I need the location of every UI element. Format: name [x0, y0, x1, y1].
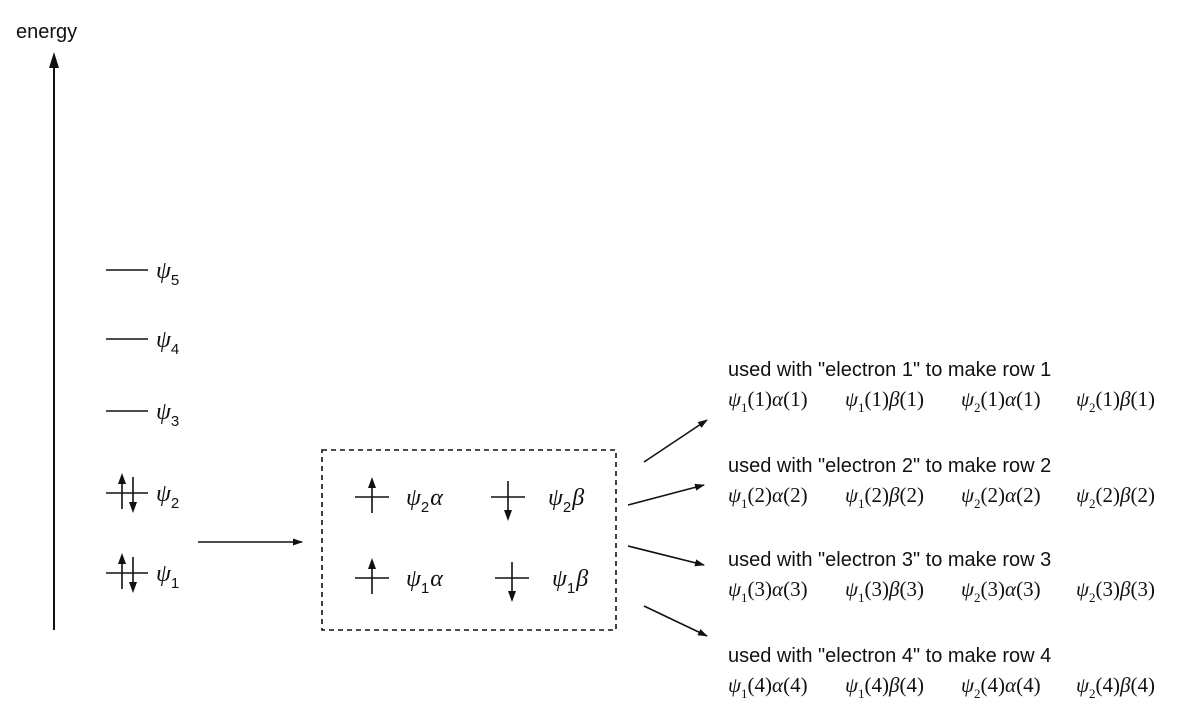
row-caption: used with "electron 2" to make row 2 [728, 455, 1051, 477]
electron-down-arrow [129, 477, 137, 513]
orbital-label-psi4: ψ4 [156, 327, 179, 358]
row-term: ψ1(3)β(3) [845, 577, 924, 605]
row-term: ψ1(2)α(2) [728, 483, 808, 511]
row-term: ψ1(4)β(4) [845, 673, 924, 701]
spin-orbital-label: ψ1β [552, 566, 588, 597]
spin-orbital-psi1-alpha: ψ1α [355, 558, 443, 597]
orbital-levels: ψ5 ψ4 ψ3 ψ2 ψ1 [106, 258, 179, 593]
spin-orbital-box [321, 449, 617, 631]
row-3: used with "electron 3" to make row 3 ψ1(3… [728, 549, 1155, 605]
spin-up-arrow [368, 477, 376, 513]
energy-axis-label: energy [16, 21, 77, 43]
row-term: ψ2(3)β(3) [1076, 577, 1155, 605]
orbital-psi5: ψ5 [106, 258, 179, 289]
spin-orbital-label: ψ2β [548, 485, 584, 516]
spin-up-arrow [368, 558, 376, 594]
row-4: used with "electron 4" to make row 4 ψ1(4… [728, 645, 1155, 701]
row-arrows [627, 419, 708, 637]
spin-down-arrow [504, 481, 512, 521]
orbital-label-psi2: ψ2 [156, 481, 179, 512]
row-term: ψ1(1)α(1) [728, 387, 808, 415]
orbital-psi2: ψ2 [106, 473, 179, 513]
row-term: ψ1(2)β(2) [845, 483, 924, 511]
electron-up-arrow [118, 553, 126, 589]
orbital-label-psi3: ψ3 [156, 399, 179, 430]
spin-orbital-psi2-beta: ψ2β [491, 481, 584, 521]
row-term: ψ1(3)α(3) [728, 577, 808, 605]
row-2: used with "electron 2" to make row 2 ψ1(2… [728, 455, 1155, 511]
row-term: ψ2(1)α(1) [961, 387, 1041, 415]
row-caption: used with "electron 4" to make row 4 [728, 645, 1051, 667]
row-1: used with "electron 1" to make row 1 ψ1(1… [728, 359, 1155, 415]
orbital-psi4: ψ4 [106, 327, 179, 358]
electron-up-arrow [118, 473, 126, 509]
box-to-row-3-arrow [627, 545, 705, 567]
orbital-psi3: ψ3 [106, 399, 179, 430]
box-to-row-1-arrow [643, 419, 708, 463]
row-term: ψ2(4)α(4) [961, 673, 1041, 701]
orbital-label-psi5: ψ5 [156, 258, 179, 289]
row-term: ψ2(2)β(2) [1076, 483, 1155, 511]
spin-orbital-label: ψ2α [406, 485, 443, 516]
orbital-label-psi1: ψ1 [156, 561, 179, 592]
spin-orbital-psi2-alpha: ψ2α [355, 477, 443, 516]
row-term: ψ2(2)α(2) [961, 483, 1041, 511]
spin-orbital-group: ψ2α ψ2β ψ1α ψ1β [355, 477, 588, 602]
orbital-psi1: ψ1 [106, 553, 179, 593]
row-term: ψ1(4)α(4) [728, 673, 808, 701]
determinant-rows: used with "electron 1" to make row 1 ψ1(1… [728, 359, 1155, 701]
row-term: ψ2(4)β(4) [1076, 673, 1155, 701]
electron-down-arrow [129, 557, 137, 593]
row-caption: used with "electron 1" to make row 1 [728, 359, 1051, 381]
box-to-row-2-arrow [627, 483, 705, 506]
spin-orbital-psi1-beta: ψ1β [495, 562, 588, 602]
energy-axis-arrowhead [49, 52, 59, 68]
spin-orbital-label: ψ1α [406, 566, 443, 597]
row-term: ψ2(1)β(1) [1076, 387, 1155, 415]
box-to-row-4-arrow [643, 605, 708, 637]
spin-down-arrow [508, 562, 516, 602]
row-caption: used with "electron 3" to make row 3 [728, 549, 1051, 571]
row-term: ψ1(1)β(1) [845, 387, 924, 415]
row-term: ψ2(3)α(3) [961, 577, 1041, 605]
